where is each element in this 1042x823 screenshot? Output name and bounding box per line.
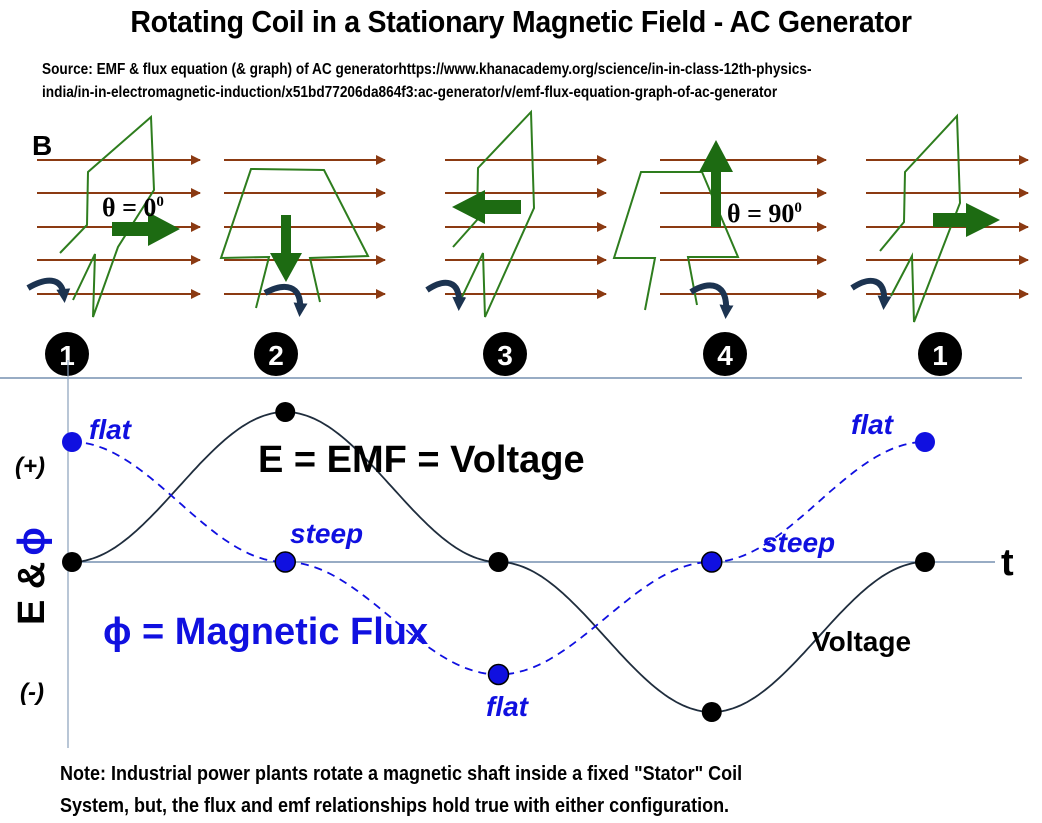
coil-position-3 (425, 109, 536, 318)
rotation-arrow-icon (263, 283, 308, 317)
coil-outline (612, 171, 740, 311)
emf-data-point (701, 702, 722, 722)
step-circle (483, 332, 527, 376)
flux-annotation-flat: flat (89, 414, 133, 445)
flux-data-point (701, 551, 723, 573)
step-number: 1 (932, 340, 948, 371)
voltage-label: Voltage (812, 626, 911, 657)
rotation-arrow-icon (26, 277, 71, 303)
normal-arrow-left-icon (452, 190, 521, 224)
flux-annotation-flat: flat (486, 691, 530, 722)
emf-data-point (62, 552, 82, 572)
angle-label-90: θ = 900 (727, 199, 802, 228)
normal-arrow-right-icon (112, 212, 180, 246)
coil-position-2 (219, 167, 370, 317)
flux-data-point (62, 432, 82, 452)
data-points (62, 402, 935, 722)
flux-annotation-flat: flat (851, 409, 895, 440)
step-marker-1: 1 (45, 332, 89, 376)
coil-position-1: θ = 00 (26, 114, 180, 318)
t-axis-label: t (1001, 542, 1014, 584)
flux-data-point (487, 663, 510, 686)
coil-outline (219, 167, 370, 309)
step-circle (45, 332, 89, 376)
minus-label: (-) (20, 679, 44, 706)
step-marker-5: 1 (918, 332, 962, 376)
normal-arrow-up-icon (699, 140, 733, 227)
field-label: B (32, 130, 52, 161)
coil-position-4: θ = 900 (612, 140, 802, 319)
footnote-line-2: System, but, the flux and emf relationsh… (60, 795, 730, 817)
step-number: 4 (717, 340, 733, 371)
normal-arrow-down-icon (270, 215, 302, 282)
footnote-line-1: Note: Industrial power plants rotate a m… (60, 763, 743, 785)
source-citation: Source: EMF & flux equation (& graph) of… (42, 58, 922, 104)
step-number: 1 (59, 340, 75, 371)
coil-outline (452, 109, 536, 318)
coil-outline (59, 114, 156, 318)
rotation-arrow-icon (425, 279, 467, 311)
emf-data-point (915, 552, 935, 572)
step-marker-4: 4 (703, 332, 747, 376)
plus-label: (+) (15, 453, 45, 480)
coil-outline (879, 113, 962, 323)
y-axis-label-e: E &ϕ (11, 527, 53, 625)
step-markers: 1 2 3 4 1 (45, 332, 962, 376)
normal-arrow-right-icon (933, 203, 1000, 237)
flux-annotation-steep: steep (762, 527, 835, 558)
source-line-2: india/in-in-electromagnetic-induction/x5… (42, 84, 778, 101)
step-marker-2: 2 (254, 332, 298, 376)
step-number: 3 (497, 340, 513, 371)
step-circle (918, 332, 962, 376)
emf-data-point (488, 552, 509, 572)
step-circle (254, 332, 298, 376)
y-axis-label: E &ϕ (11, 527, 53, 625)
rotation-arrow-icon (850, 277, 892, 310)
step-circle (703, 332, 747, 376)
flux-annotation-steep: steep (290, 518, 363, 549)
flux-title: ϕ = Magnetic Flux (103, 611, 428, 653)
rotation-arrow-icon (689, 282, 734, 319)
footnote: Note: Industrial power plants rotate a m… (60, 758, 742, 822)
coil-position-5 (850, 113, 1000, 323)
source-line-1: Source: EMF & flux equation (& graph) of… (42, 61, 812, 78)
flux-data-point (274, 551, 296, 573)
step-marker-3: 3 (483, 332, 527, 376)
emf-title: E = EMF = Voltage (258, 439, 585, 481)
page-title: Rotating Coil in a Stationary Magnetic F… (130, 4, 912, 39)
flux-data-point (915, 432, 935, 452)
step-number: 2 (268, 340, 284, 371)
angle-label-0: θ = 00 (102, 193, 164, 222)
emf-data-point (275, 402, 296, 422)
